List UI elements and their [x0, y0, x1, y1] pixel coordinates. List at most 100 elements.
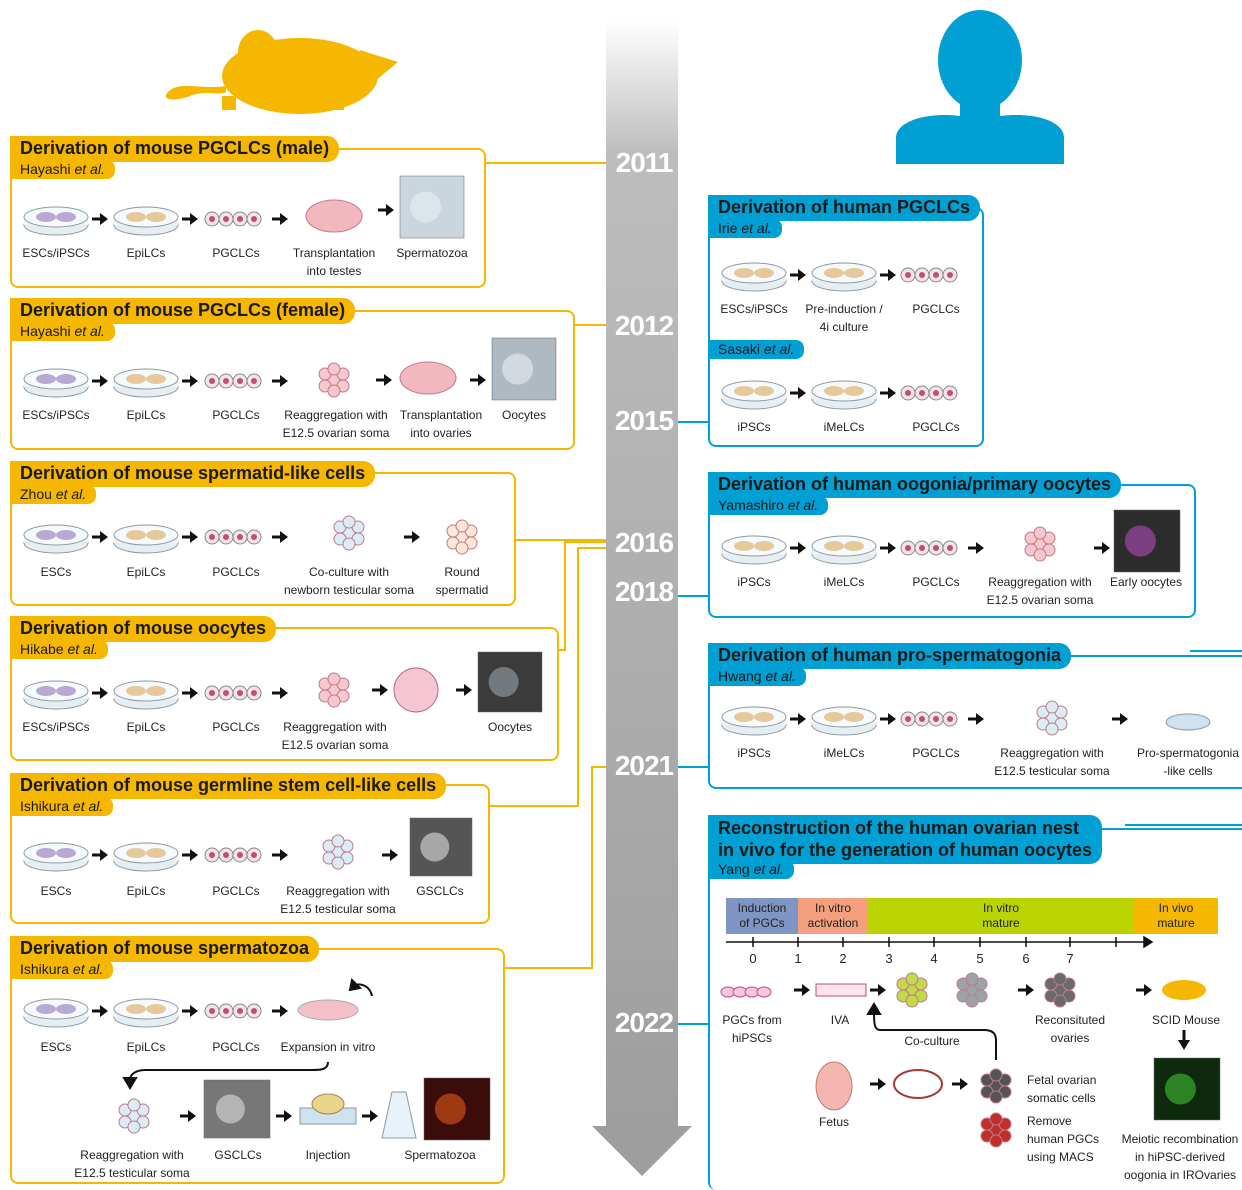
process-arrow: [182, 375, 198, 387]
process-arrow: [790, 387, 806, 399]
step-label: Meiotic recombination in hiPSC-derived o…: [1121, 1132, 1239, 1182]
step-label: ESCs/iPSCs: [22, 408, 90, 422]
step-label: Reaggregation with E12.5 ovarian soma: [281, 720, 389, 752]
culture-dish-icon: [721, 706, 787, 736]
step-label: PGCs from hiPSCs: [722, 1013, 782, 1045]
tick-label: 7: [1066, 951, 1074, 966]
reaggregate-icon: [446, 519, 478, 555]
panel-author: Hayashi et al.: [10, 322, 115, 341]
culture-dish-icon: [811, 380, 877, 410]
culture-dish-icon: [721, 262, 787, 292]
step-label: ESCs: [40, 884, 72, 898]
micrograph-detail: [1164, 1073, 1196, 1105]
step-label: Reaggregation with E12.5 testicular soma: [74, 1148, 190, 1180]
process-arrow: [182, 687, 198, 699]
step-label: Pro-spermatogonia -like cells: [1136, 746, 1240, 778]
pgclc-cells-icon: [204, 847, 262, 863]
step-label: Oocytes: [501, 408, 547, 422]
step-label: ESCs: [40, 1040, 72, 1054]
process-arrow: [952, 1078, 968, 1090]
panel-title: Derivation of mouse spermatozoa: [10, 936, 320, 962]
reaggregate-icon: [333, 515, 365, 551]
process-arrow: [880, 542, 896, 554]
reaggregate-icon: [318, 672, 350, 708]
scid-mouse-icon: [1162, 980, 1206, 1000]
pup-icon: [305, 199, 363, 233]
process-arrow: [968, 713, 984, 725]
panel-author: Yang et al.: [708, 860, 794, 879]
culture-dish-icon: [23, 524, 89, 554]
tick-label: 6: [1022, 951, 1030, 966]
panel-title: Reconstruction of the human ovarian nest…: [708, 815, 1103, 864]
pgclc-cells-icon: [900, 267, 958, 283]
step-label: IVA: [830, 1013, 850, 1027]
tick-label: 2: [839, 951, 847, 966]
step-label: iPSCs: [737, 420, 771, 434]
culture-dish-icon: [811, 706, 877, 736]
panel-title: Derivation of mouse spermatid-like cells: [10, 461, 376, 487]
pgclc-cells-icon: [204, 529, 262, 545]
process-arrow: [456, 684, 472, 696]
tick-label: 1: [794, 951, 802, 966]
step-label: SCID Mouse: [1151, 1013, 1221, 1027]
culture-dish-icon: [721, 535, 787, 565]
process-arrow: [376, 374, 392, 386]
process-arrow: [182, 531, 198, 543]
tick-label: 3: [885, 951, 893, 966]
step-label: EpiLCs: [126, 246, 166, 260]
step-label: Reaggregation with E12.5 testicular soma: [994, 746, 1110, 778]
panel-title: Derivation of human oogonia/primary oocy…: [708, 472, 1122, 498]
process-arrow: [372, 684, 388, 696]
culture-dish-icon: [811, 262, 877, 292]
micrograph-detail: [502, 353, 534, 385]
panel-author: Hayashi et al.: [10, 160, 115, 179]
process-arrow: [1112, 713, 1128, 725]
panel-title: Derivation of mouse germline stem cell-l…: [10, 773, 447, 799]
step-label: GSCLCs: [416, 884, 464, 898]
step-label: Transplantation into ovaries: [399, 408, 483, 440]
process-arrow: [272, 375, 288, 387]
year-label: 2022: [614, 1007, 674, 1038]
step-label: EpiLCs: [126, 884, 166, 898]
step-label: iPSCs: [737, 746, 771, 760]
process-arrow: [180, 1110, 196, 1122]
step-label: GSCLCs: [214, 1148, 262, 1162]
culture-dish-icon: [23, 368, 89, 398]
step-label: Fetal ovarian somatic cells: [1027, 1073, 1097, 1105]
process-arrow: [272, 1005, 288, 1017]
mouse-recipient-icon: [399, 361, 457, 395]
process-arrow: [92, 213, 108, 225]
process-arrow: [1136, 984, 1152, 996]
process-arrow: [92, 849, 108, 861]
human-connectors: [678, 421, 1242, 1025]
phase-activation: In vitro activation: [798, 898, 868, 934]
year-label: 2012: [614, 310, 674, 341]
step-label: Injection: [305, 1148, 351, 1162]
micrograph-detail: [488, 667, 519, 697]
micrograph-detail: [215, 1094, 245, 1124]
pgclc-cells-icon: [900, 540, 958, 556]
step-label: EpiLCs: [126, 720, 166, 734]
process-arrow: [272, 687, 288, 699]
step-label: Early oocytes: [1109, 575, 1183, 589]
expansion-dish-icon: [297, 999, 359, 1021]
micrograph-detail: [1124, 525, 1156, 557]
process-arrow: [790, 542, 806, 554]
process-arrow: [880, 713, 896, 725]
testis-icon: [311, 1093, 345, 1115]
step-label: EpiLCs: [126, 1040, 166, 1054]
timeline-arrowhead: [592, 1126, 692, 1176]
year-label: 2016: [614, 527, 674, 558]
step-label: Remove human PGCs using MACS: [1027, 1114, 1100, 1164]
process-arrow: [790, 269, 806, 281]
step-label: Reaggregation with E12.5 ovarian soma: [282, 408, 390, 440]
fetus-icon: [815, 1061, 853, 1111]
reaggregate-icon: [1036, 700, 1068, 736]
culture-dish-icon: [721, 380, 787, 410]
step-label: Reaggregation with E12.5 testicular soma: [280, 884, 396, 916]
step-label: Reaggregation with E12.5 ovarian soma: [986, 575, 1094, 607]
panel-title: Derivation of mouse PGCLCs (female): [10, 298, 356, 324]
step-label: iMeLCs: [823, 575, 865, 589]
